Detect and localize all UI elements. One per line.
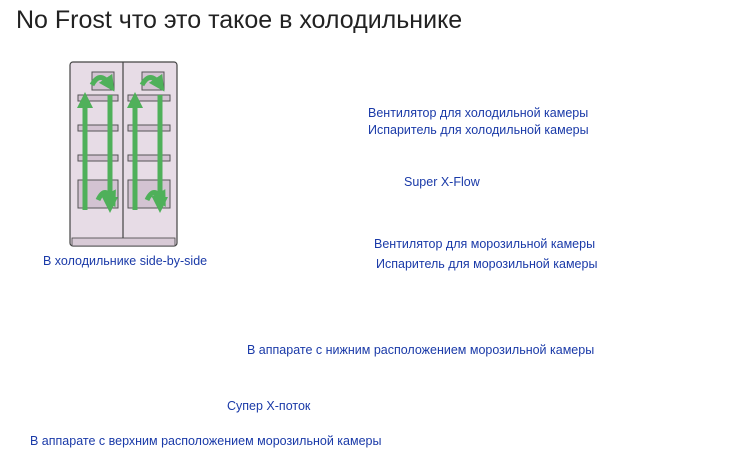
- freezer-evaporator-label: Испаритель для морозильной камеры: [376, 257, 598, 271]
- fridge-fan-label: Вентилятор для холодильной камеры: [368, 106, 589, 120]
- side-by-side-caption: В холодильнике side-by-side: [43, 254, 208, 268]
- page-title: No Frost что это такое в холодильнике: [16, 6, 463, 34]
- top-freezer-caption: В аппарате с верхним расположением мороз…: [30, 434, 382, 448]
- fridge-evaporator-label: Испаритель для холодильной камеры: [368, 123, 589, 137]
- freezer-fan-label: Вентилятор для морозильной камеры: [374, 237, 596, 251]
- bottom-freezer-caption: В аппарате с нижним расположением морози…: [247, 343, 595, 357]
- super-x-potok-label: Супер Х-поток: [227, 399, 311, 413]
- super-xflow-label: Super X-Flow: [404, 175, 480, 189]
- side-by-side-fridge-illustration: [69, 61, 178, 247]
